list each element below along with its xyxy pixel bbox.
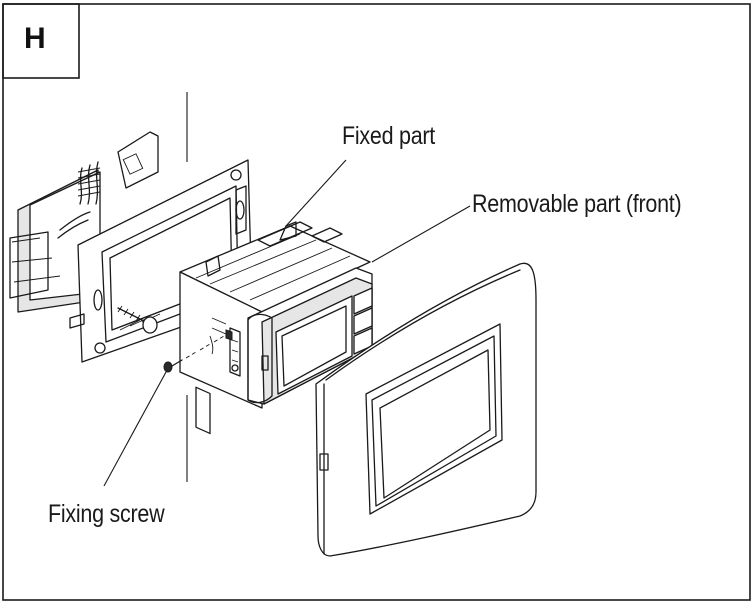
fixing-screw-leader xyxy=(103,371,167,487)
fixing-screw-part xyxy=(163,335,225,373)
step-letter: H xyxy=(24,22,46,55)
step-letter-box xyxy=(2,3,80,79)
removable-part-leader xyxy=(371,205,471,263)
cover-plate xyxy=(315,262,537,557)
fixing-screw-label: Fixing screw xyxy=(48,500,165,528)
diagram-border xyxy=(2,3,751,601)
removable-part-label: Removable part (front) xyxy=(472,190,682,218)
fixed-part-label: Fixed part xyxy=(342,122,436,150)
removable-front-part xyxy=(247,267,373,405)
fixed-part-leader xyxy=(285,159,347,227)
fixed-part-module xyxy=(179,221,371,435)
frame-screw xyxy=(117,305,158,334)
